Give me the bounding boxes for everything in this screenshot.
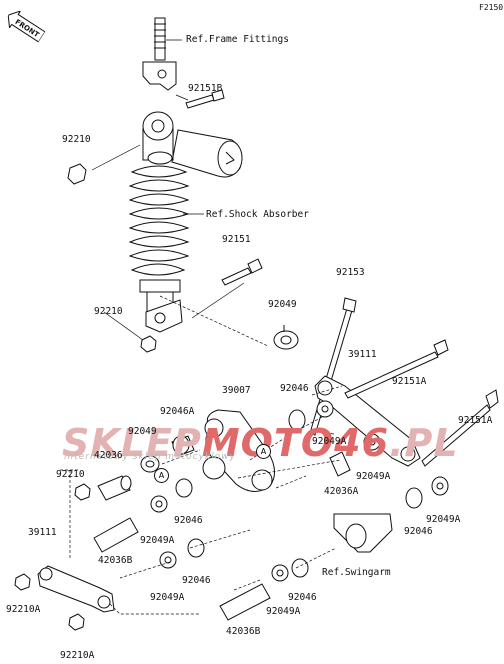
- bolt-92151: [221, 258, 263, 286]
- washer-92049A-r2: [363, 433, 381, 451]
- label-92049A-r3: 92049A: [426, 514, 461, 525]
- label-92046-c2: 92046: [182, 575, 211, 586]
- ref-shock-absorber: Ref.Shock Absorber: [206, 209, 309, 220]
- label-92153: 92153: [336, 267, 365, 278]
- tie-rod-right: [314, 375, 421, 467]
- label-42036: 42036: [94, 450, 123, 461]
- washer-92049A-r3: [431, 476, 449, 496]
- label-92049A-c1: 92049A: [140, 535, 175, 546]
- label-92046-c3: 92046: [288, 592, 317, 603]
- label-92049-top: 92049: [268, 299, 297, 310]
- ref-swingarm: Ref.Swingarm: [322, 567, 391, 578]
- bolt-92151B: [185, 89, 225, 109]
- washer-92049A-c3: [271, 564, 289, 582]
- washer-92049-left: [140, 455, 160, 473]
- label-92049-left: 92049: [128, 426, 157, 437]
- bolt-92151A-1: [344, 339, 449, 399]
- label-92210-low: 92210: [94, 306, 123, 317]
- label-92046A: 92046A: [160, 406, 195, 417]
- label-92151: 92151: [222, 234, 251, 245]
- rocker-arm-39007: [202, 409, 275, 492]
- callout-a-right: A: [256, 444, 271, 459]
- tie-rod-left: [37, 565, 115, 613]
- bushing-92046-r2: [405, 487, 423, 509]
- ref-frame-fittings: Ref.Frame Fittings: [186, 34, 289, 45]
- label-42036B-2: 42036B: [226, 626, 261, 637]
- label-39007: 39007: [222, 385, 251, 396]
- bushing-92046-c3: [291, 558, 309, 578]
- shock-absorber: [128, 111, 243, 333]
- callout-a-left: A: [154, 468, 169, 483]
- label-92046-c1: 92046: [174, 515, 203, 526]
- label-92049A-r1: 92049A: [312, 436, 347, 447]
- watermark-part1: SKLEP: [62, 421, 202, 465]
- label-92049A-c3: 92049A: [266, 606, 301, 617]
- label-92046-r1: 92046: [280, 383, 309, 394]
- label-92049A-r2: 92049A: [356, 471, 391, 482]
- figure-code: F2150: [479, 3, 504, 12]
- label-42036B-1: 42036B: [98, 555, 133, 566]
- bushing-92046-c2: [187, 538, 205, 558]
- sleeve-42036B-2: [219, 583, 271, 621]
- washer-92049A-c1: [150, 495, 168, 513]
- label-39111-left: 39111: [28, 527, 57, 538]
- swingarm-bracket: [333, 513, 393, 553]
- nut-92210A-2: [68, 613, 85, 631]
- bolt-92151A-2: [421, 389, 499, 467]
- sleeve-42036B-1: [93, 517, 139, 553]
- label-92210-top: 92210: [62, 134, 91, 145]
- watermark-subtitle: internetowy sklep motocyklowy: [64, 452, 236, 462]
- bushing-92046-r1: [288, 409, 306, 431]
- front-arrow-icon: FRONT: [7, 10, 46, 43]
- watermark: SKLEPMOTO46.PL: [62, 424, 459, 462]
- nut-92210-low: [140, 335, 157, 353]
- label-42036A: 42036A: [324, 486, 359, 497]
- label-92210A-2: 92210A: [60, 650, 95, 661]
- nut-92210-top: [67, 163, 87, 185]
- label-39111-right: 39111: [348, 349, 377, 360]
- washer-92049A-c2: [159, 551, 177, 569]
- label-92151B: 92151B: [188, 83, 223, 94]
- bushing-92046A: [171, 435, 195, 457]
- watermark-suffix: .PL: [389, 421, 459, 465]
- label-92151A-2: 92151A: [458, 415, 493, 426]
- frame-fitting-bracket: [142, 17, 177, 91]
- label-92049A-c2: 92049A: [150, 592, 185, 603]
- watermark-part2: MOTO46: [201, 421, 390, 465]
- nut-92210-left: [74, 483, 91, 501]
- label-92210-left: 92210: [56, 469, 85, 480]
- nut-92210A-1: [14, 573, 31, 591]
- washer-92049A-r1: [316, 400, 334, 418]
- label-92151A-1: 92151A: [392, 376, 427, 387]
- sleeve-42036: [97, 475, 132, 501]
- washer-92049-top: [273, 325, 299, 350]
- label-92046-r2: 92046: [404, 526, 433, 537]
- sleeve-42036A: [329, 451, 351, 477]
- label-92210A-1: 92210A: [6, 604, 41, 615]
- bushing-92046-c1: [175, 478, 193, 498]
